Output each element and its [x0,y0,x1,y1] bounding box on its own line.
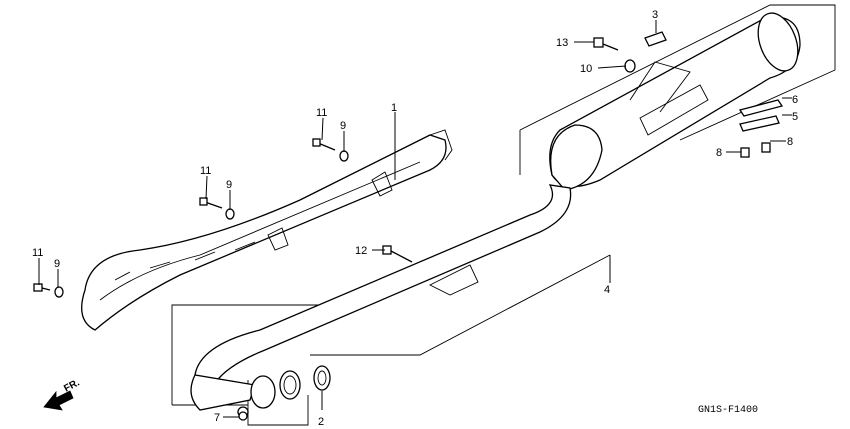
callout-9-middle: 9 [226,179,232,191]
front-direction-indicator: FR. [43,377,82,411]
callout-7: 7 [214,412,220,424]
callout-12: 12 [355,245,367,257]
callout-13: 13 [556,37,568,49]
leader-lines [38,20,792,418]
hardware-parts [33,31,784,421]
callout-10: 10 [580,63,592,75]
callout-11-upper: 11 [316,107,327,119]
callout-9-upper: 9 [340,120,346,132]
callout-6: 6 [792,94,798,106]
muffler [549,12,801,191]
callout-11-middle: 11 [200,165,211,177]
callout-9-left: 9 [54,258,60,270]
diagram-code: GN1S-F1400 [698,405,758,416]
arrow-icon [43,390,74,411]
front-label: FR. [62,377,82,394]
callout-2: 2 [318,416,324,428]
callout-4: 4 [604,284,610,296]
callout-3: 3 [652,9,658,21]
callout-1: 1 [391,102,397,114]
callout-labels: 1 2 3 4 5 6 7 8 8 9 9 9 10 11 11 11 12 1… [32,9,798,428]
callout-8-right: 8 [787,136,793,148]
callout-5: 5 [792,111,798,123]
callout-11-left: 11 [32,247,43,259]
callout-8-left: 8 [716,147,722,159]
muffler-protector [81,129,453,331]
